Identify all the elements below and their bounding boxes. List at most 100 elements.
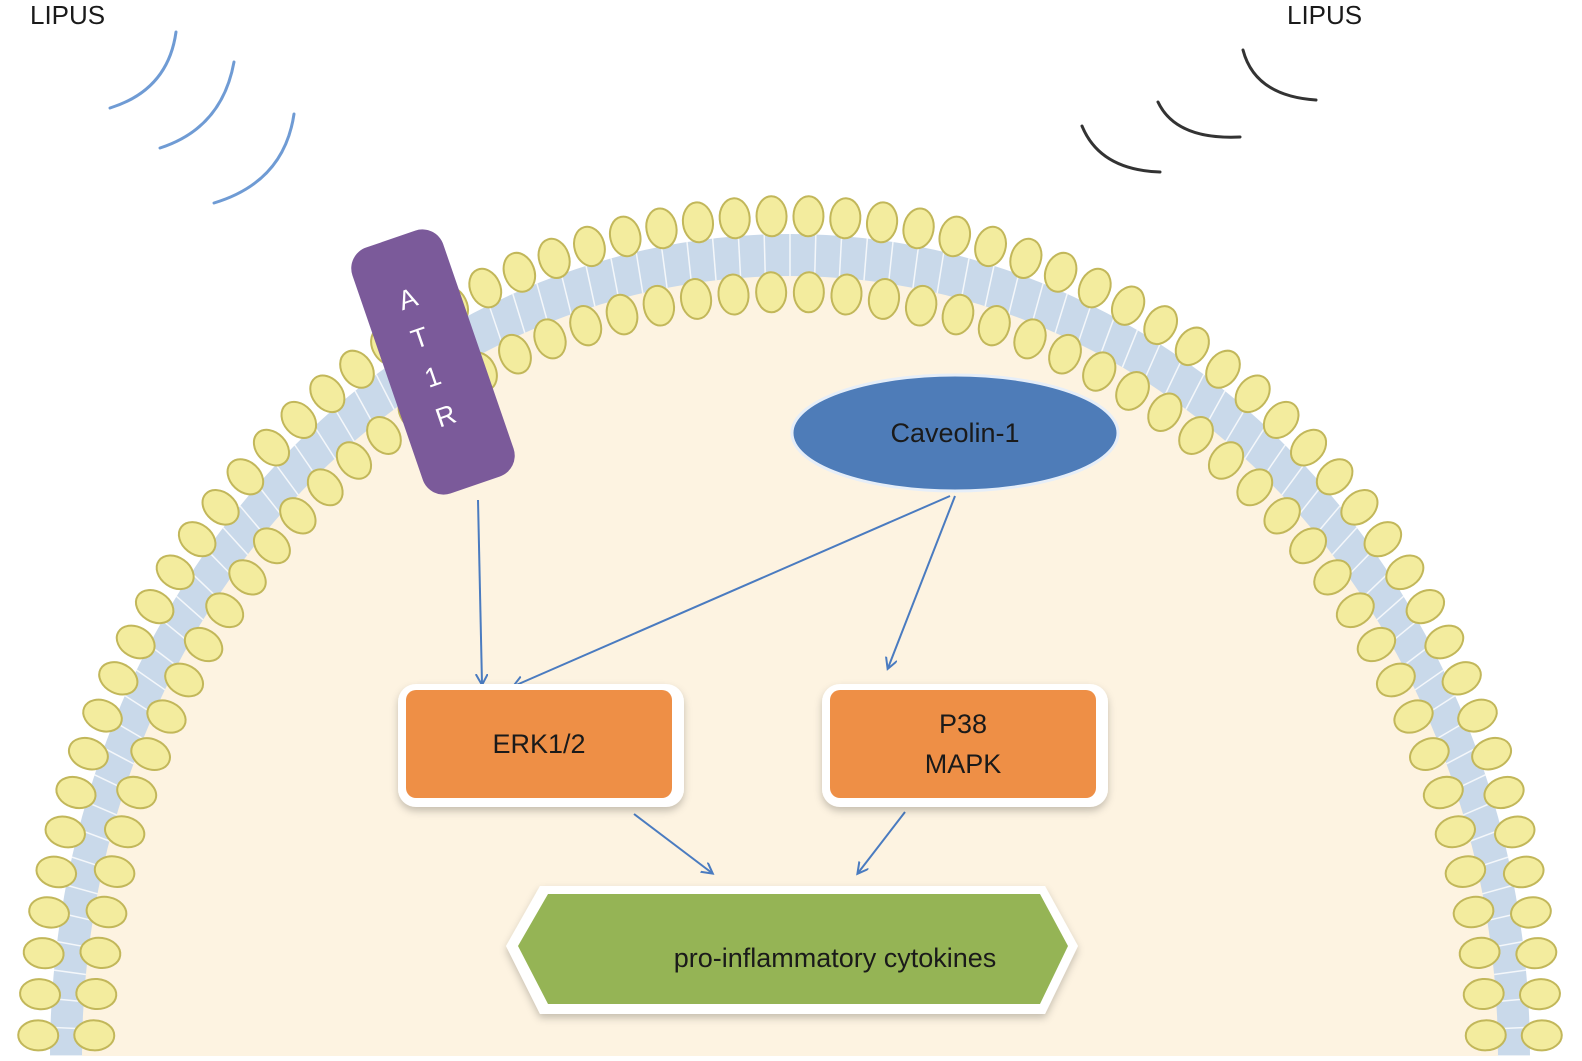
lipid-head-inner: [116, 775, 158, 810]
lipid-tail: [1376, 595, 1404, 621]
lipid-head-outer: [608, 215, 642, 258]
lipid-head-inner: [1178, 416, 1214, 455]
lipid-head-outer: [1043, 251, 1078, 293]
lipid-head-outer: [1471, 736, 1513, 771]
lipid-head-outer: [17, 1019, 60, 1052]
arrow-caveolin-to-p38: [888, 495, 956, 668]
cytokines-label: pro-inflammatory cytokines: [673, 943, 997, 973]
lipid-head-inner: [366, 416, 402, 455]
lipus-label-right: LIPUS: [1287, 0, 1363, 30]
lipid-head-outer: [1234, 374, 1271, 414]
lipid-head-outer: [974, 225, 1007, 268]
lipid-head-inner: [79, 936, 122, 969]
lipid-head-inner: [569, 305, 603, 347]
lipid-tail: [1185, 374, 1205, 410]
lipid-tail: [1225, 407, 1247, 442]
lipid-head-outer: [82, 698, 123, 733]
lipid-tail: [65, 884, 98, 895]
lipid-tail: [635, 251, 644, 294]
lipid-head-outer: [1205, 349, 1241, 389]
lipid-tail: [560, 274, 572, 315]
wave-right-3: [1080, 124, 1162, 174]
lipid-head-outer: [829, 197, 862, 240]
wave-right-1: [1241, 48, 1318, 102]
lipid-head-outer: [1520, 1019, 1563, 1052]
lipid-tail: [190, 572, 218, 599]
lipid-tail: [488, 304, 503, 344]
lipid-head-inner: [755, 271, 788, 314]
lipid-head-inner: [1458, 936, 1501, 969]
lipid-head-inner: [228, 559, 267, 596]
lipus-label-left: LIPUS: [30, 0, 106, 30]
lipid-head-inner: [1335, 592, 1375, 629]
lipid-head-inner: [1289, 527, 1328, 565]
lipid-tail: [1121, 329, 1139, 368]
lipid-tail: [737, 235, 742, 278]
cytokines-box: [518, 894, 1068, 1004]
lipid-head-outer: [339, 349, 375, 389]
lipid-tail: [1482, 884, 1515, 895]
lipid-head-inner: [941, 293, 975, 336]
lipid-head-outer: [1510, 896, 1552, 929]
arrow-erk-to-cytokines: [633, 813, 712, 873]
lipid-head-inner: [904, 284, 938, 327]
lipid-head-inner: [1048, 333, 1082, 375]
lipid-head-outer: [1494, 815, 1536, 849]
lipid-tail: [1244, 425, 1267, 459]
lipid-head-outer: [502, 251, 537, 293]
lipid-head-inner: [1082, 351, 1117, 392]
lipid-head-inner: [75, 977, 118, 1011]
lipid-head-inner: [335, 441, 373, 480]
lipid-tail: [1331, 527, 1358, 556]
lipus-waves-left: [108, 30, 296, 205]
erk-box: [406, 690, 672, 798]
lipid-head-inner: [1393, 699, 1434, 734]
lipid-head-outer: [252, 428, 291, 467]
lipid-head-inner: [1356, 626, 1397, 663]
arrow-at1r-to-erk: [478, 499, 482, 684]
lipid-head-outer: [309, 374, 346, 414]
lipid-tail: [512, 293, 526, 334]
lipid-head-outer: [1340, 489, 1379, 526]
lipid-head-outer: [537, 237, 571, 279]
lipid-tail: [711, 238, 717, 281]
lipid-tail: [912, 246, 920, 288]
lipid-head-inner: [1464, 1019, 1507, 1052]
lipid-head-outer: [1518, 978, 1561, 1011]
lipid-head-outer: [1315, 458, 1354, 496]
arrows: [478, 495, 956, 873]
lipid-head-inner: [146, 699, 187, 734]
lipid-head-outer: [1483, 775, 1525, 810]
lipid-head-outer: [22, 937, 65, 970]
lipid-head-inner: [1313, 559, 1352, 596]
lipid-head-outer: [792, 195, 825, 238]
lipid-head-outer: [718, 197, 751, 240]
lipid-tail: [1494, 969, 1527, 976]
lipid-head-inner: [498, 333, 532, 375]
cell-membrane: [17, 195, 1563, 1057]
lipid-head-outer: [902, 207, 935, 250]
lipid-head-outer: [1077, 267, 1112, 309]
lipid-tail: [176, 595, 204, 621]
wave-left-2: [158, 60, 236, 150]
lipid-head-outer: [67, 736, 109, 771]
lipid-head-outer: [98, 661, 139, 696]
lipid-tail: [813, 234, 817, 277]
lipid-head-outer: [1174, 326, 1210, 367]
lipid-head-outer: [645, 207, 678, 250]
lipus-waves-right: [1080, 48, 1318, 174]
wave-left-1: [108, 30, 178, 110]
lipid-head-outer: [681, 201, 715, 244]
lipid-tail: [763, 234, 767, 277]
lipid-head-inner: [1434, 815, 1476, 849]
lipid-tail: [136, 669, 166, 691]
lipid-head-inner: [1444, 855, 1487, 888]
lipid-head-inner: [1147, 392, 1183, 432]
lipid-head-outer: [1363, 521, 1403, 558]
p38-box: [830, 690, 1096, 798]
lipid-head-inner: [85, 895, 128, 929]
lipid-tail: [1414, 669, 1444, 691]
lipid-head-inner: [830, 273, 863, 316]
lipid-head-inner: [867, 278, 901, 320]
